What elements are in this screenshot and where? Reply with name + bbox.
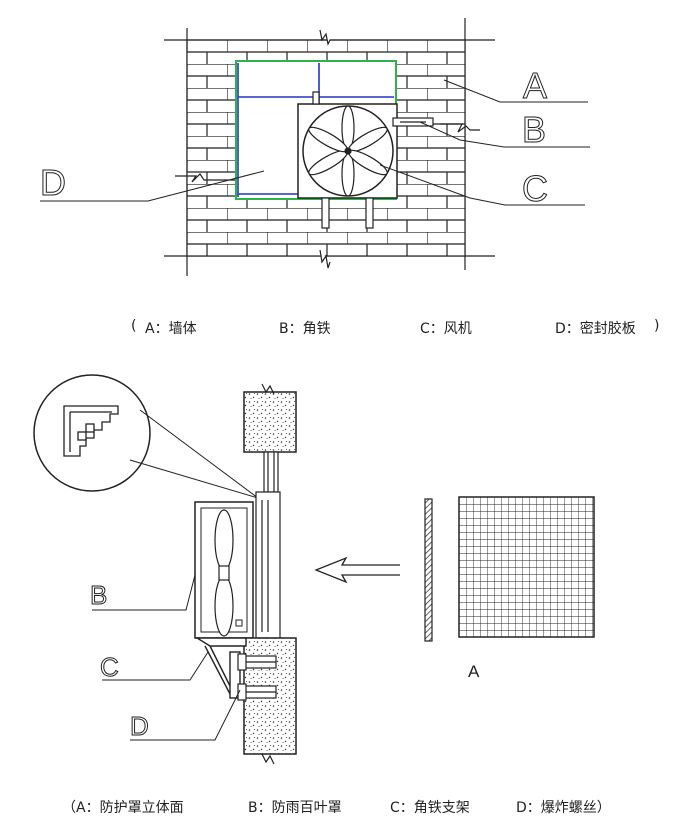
figure1-caption-b: B：角铁 — [279, 321, 331, 337]
angle-iron-bracket — [194, 637, 247, 699]
label-a2: A — [468, 662, 480, 681]
leader-lines — [40, 79, 590, 206]
fan-bottom-brackets — [321, 197, 374, 229]
break-marks — [175, 29, 480, 269]
figure2-caption-c: C：角铁支架 — [390, 800, 470, 816]
leader-lines-2 — [92, 574, 241, 741]
figure1-caption-a: A：墙体 — [145, 321, 197, 337]
label-c: C — [522, 168, 548, 209]
fan-blades — [308, 105, 388, 197]
detail-callout-profile — [63, 405, 119, 457]
figure1-caption-open: ( — [131, 318, 137, 334]
figure2-caption-b: B：防雨百叶罩 — [248, 800, 342, 816]
label-d2: D — [130, 711, 149, 741]
upper-wall-block — [243, 391, 297, 453]
figure1-caption-close: ) — [654, 318, 660, 334]
fan-side-blades — [214, 509, 234, 637]
label-b: B — [522, 109, 546, 150]
label-d: D — [40, 162, 66, 203]
figure2-caption-a: （A：防护罩立体面 — [62, 800, 184, 816]
figure2-side-view: B C D A — [33, 374, 595, 765]
label-b2: B — [90, 580, 107, 610]
detail-leader-lines — [129, 409, 259, 499]
cover-side-plate — [424, 498, 433, 642]
fan-top-bracket — [312, 91, 320, 105]
figure1-caption-c: C：风机 — [420, 321, 472, 337]
label-c2: C — [100, 652, 119, 682]
cover-mesh-face — [458, 496, 595, 638]
figure1-front-view: A B C D — [40, 18, 590, 276]
figure2-caption-d: D：爆炸螺丝） — [516, 800, 611, 816]
expansion-bolts — [237, 653, 277, 701]
label-a: A — [523, 65, 547, 106]
assembly-arrow — [314, 556, 400, 584]
angle-iron — [392, 117, 434, 127]
figure1-caption-d: D：密封胶板 — [555, 321, 636, 337]
wall-channel — [255, 451, 281, 639]
